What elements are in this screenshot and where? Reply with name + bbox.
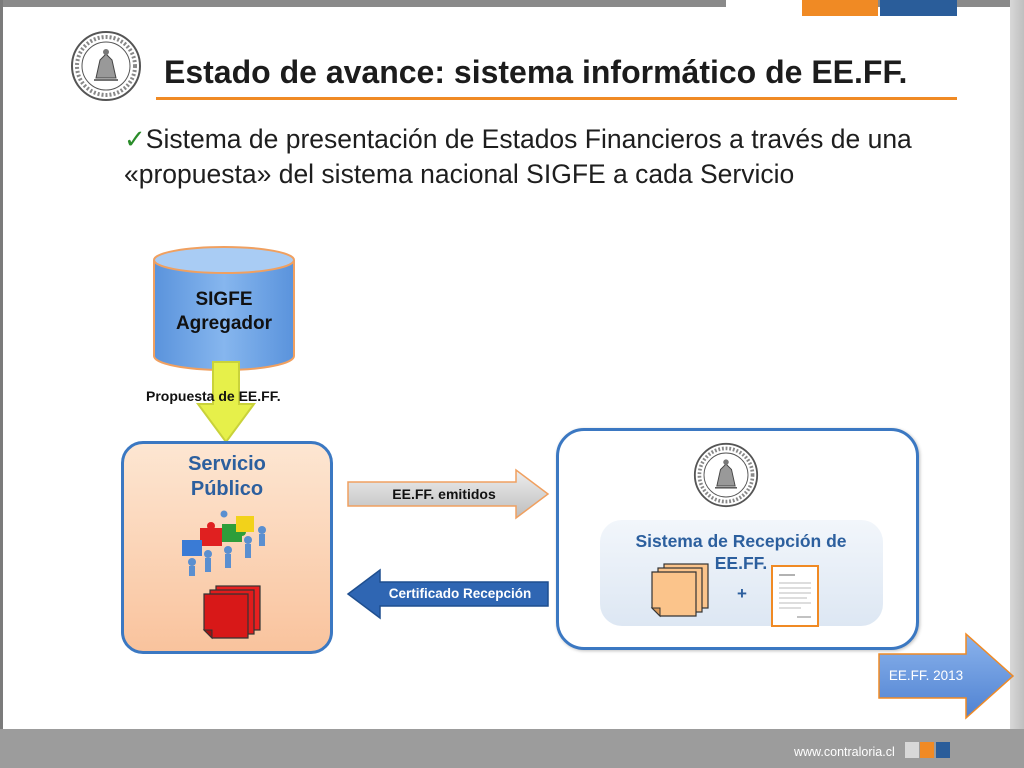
title-underline [156, 97, 957, 100]
servicio-line1: Servicio [188, 453, 266, 475]
sigfe-line1: SIGFE [195, 289, 253, 310]
top-bar [0, 0, 1024, 7]
emitidos-label: EE.FF. emitidos [392, 486, 496, 502]
next-button-label[interactable]: EE.FF. 2013 [888, 668, 964, 683]
footer-square-orange [920, 742, 934, 758]
footer-bar [0, 729, 1024, 768]
left-frame-edge [0, 0, 3, 768]
checkmark-icon: ✓ [124, 124, 146, 154]
certificado-arrow-icon [346, 568, 549, 620]
top-accent-orange [802, 0, 878, 16]
recepcion-title: Sistema de Recepción de EE.FF. [635, 531, 847, 573]
footer-square-grey [905, 742, 919, 758]
orange-document-stack-icon [650, 563, 709, 618]
servicio-line2: Público [190, 478, 264, 500]
sigfe-database-icon [153, 246, 295, 371]
propuesta-label: Propuesta de EE.FF. [146, 388, 281, 404]
puzzle-people-icon [182, 510, 266, 576]
sigfe-line2: Agregador [175, 313, 273, 334]
right-frame-edge [1010, 0, 1024, 768]
propuesta-arrow-icon [196, 361, 256, 444]
contraloria-seal-icon [71, 31, 141, 101]
footer-square-blue [936, 742, 950, 758]
next-arrow-icon[interactable] [876, 632, 1016, 720]
bullet-text: ✓Sistema de presentación de Estados Fina… [124, 122, 974, 192]
servicio-label: Servicio Público [121, 452, 333, 502]
sigfe-label: SIGFE Agregador [152, 288, 296, 336]
certificate-document-icon [771, 565, 819, 627]
footer-url[interactable]: www.contraloria.cl [794, 745, 895, 759]
top-accent-blue [880, 0, 957, 16]
emitidos-arrow-icon [347, 468, 550, 520]
plus-sign: + [737, 584, 747, 603]
certificado-label: Certificado Recepción [388, 586, 532, 601]
contraloria-seal-small-icon [693, 442, 759, 508]
document-stack-icon [202, 585, 261, 640]
recepcion-inner-box [600, 520, 883, 626]
page-title: Estado de avance: sistema informático de… [164, 54, 908, 90]
top-bar-gap [726, 0, 802, 7]
bullet-label: Sistema de presentación de Estados Finan… [124, 124, 912, 189]
